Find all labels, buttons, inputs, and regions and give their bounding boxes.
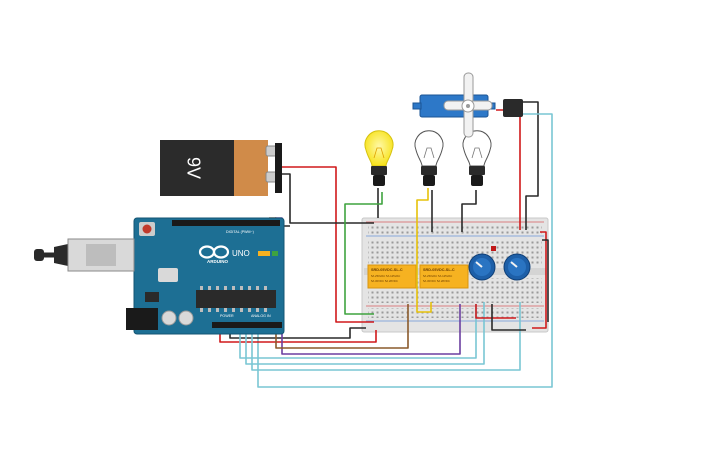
arduino-uno[interactable]: ARDUINO UNO DIGITAL (PWM~) POWER ANALOG … xyxy=(34,217,285,335)
wire-a1 xyxy=(251,302,521,371)
potentiometer-1[interactable] xyxy=(468,253,496,281)
wire-right-red xyxy=(532,231,547,329)
wire-a0 xyxy=(245,302,485,365)
wire-lamp2-a xyxy=(416,188,432,313)
digital-header-label: DIGITAL (PWM~) xyxy=(226,230,254,234)
arduino-logo-icon xyxy=(198,245,230,259)
wire-pot-red xyxy=(475,304,516,319)
power-analog-header xyxy=(212,322,282,328)
relay-module-1[interactable]: SRD-05VDC-SL-C 5A 250VAC 5A 125VAC 5A 30… xyxy=(367,264,417,289)
wire-right-black xyxy=(542,239,549,322)
servo-motor[interactable] xyxy=(412,72,523,138)
wire-servo-red xyxy=(496,109,521,230)
relay-1-rating-1: 5A 250VAC 5A 125VAC xyxy=(371,274,400,278)
potentiometer-2[interactable] xyxy=(503,253,531,281)
microcontroller-chip xyxy=(196,290,276,308)
relay-2-rating-2: 5A 30VDC 5A 28VDC xyxy=(423,279,450,283)
relay-1-rating-2: 5A 30VDC 5A 28VDC xyxy=(371,279,398,283)
light-bulb-3[interactable] xyxy=(462,130,492,186)
light-bulb-2[interactable] xyxy=(414,130,444,186)
relay-module-2[interactable]: SRD-05VDC-SL-C 5A 250VAC 5A 125VAC 5A 30… xyxy=(419,264,469,289)
power-jack xyxy=(126,308,158,330)
arduino-brand: ARDUINO xyxy=(207,259,228,264)
wire-servo-black xyxy=(522,101,539,230)
relay-2-rating-1: 5A 250VAC 5A 125VAC xyxy=(423,274,452,278)
wire-lamp1-b xyxy=(344,192,383,315)
wire-battery-positive xyxy=(279,166,374,323)
wires xyxy=(219,101,553,388)
digital-header xyxy=(172,220,280,226)
relay-1-part: SRD-05VDC-SL-C xyxy=(371,268,403,272)
wire-a2 xyxy=(239,304,477,359)
light-bulb-1[interactable] xyxy=(364,130,394,186)
power-header-label: POWER xyxy=(220,314,234,318)
wire-battery-negative xyxy=(281,173,374,224)
arduino-model: UNO xyxy=(232,249,250,258)
reset-button[interactable] xyxy=(142,224,152,234)
led[interactable] xyxy=(491,246,496,251)
wire-lamp3-a xyxy=(461,190,477,232)
analog-header-label: ANALOG IN xyxy=(251,314,271,318)
battery-label: 9V xyxy=(183,157,203,179)
wire-servo-signal xyxy=(257,113,553,388)
wire-pot-black xyxy=(491,304,526,331)
battery-9v[interactable]: 9V xyxy=(160,140,282,196)
relay-2-part: SRD-05VDC-SL-C xyxy=(423,268,455,272)
